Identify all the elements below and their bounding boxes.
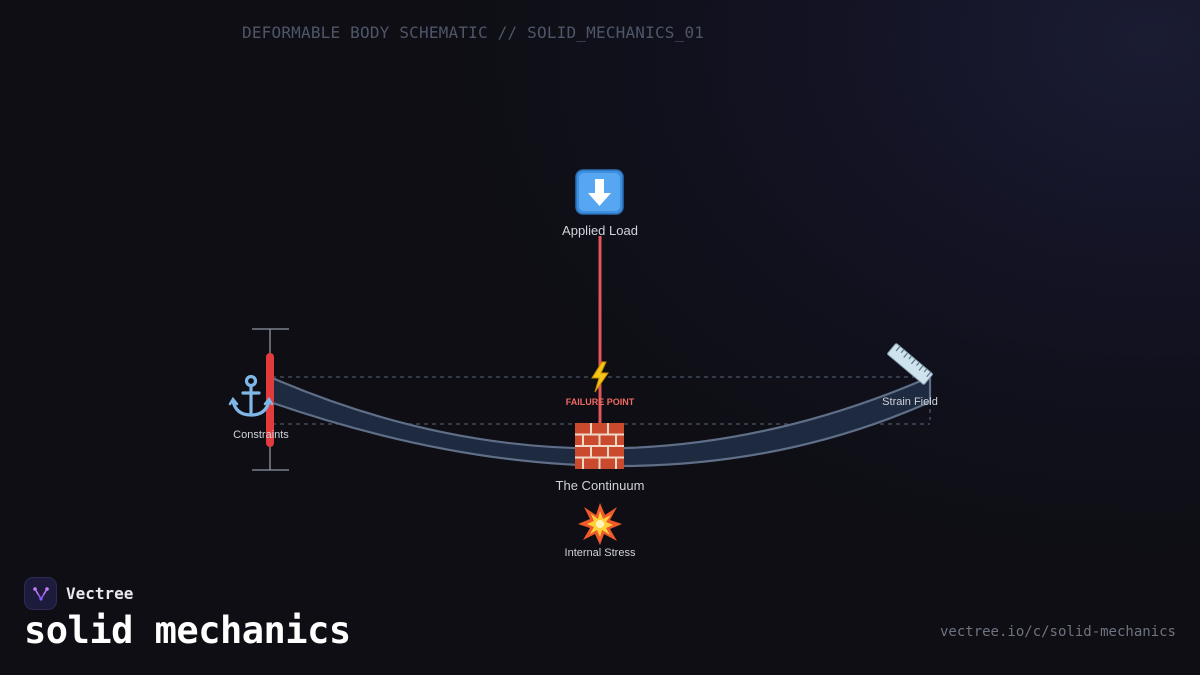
brick-icon [575, 423, 624, 469]
constraints-label: Constraints [233, 429, 289, 441]
brand: Vectree [24, 577, 133, 610]
source-url-link[interactable]: vectree.io/c/solid-mechanics [939, 624, 1176, 640]
vectree-logo-icon [24, 577, 57, 610]
strain-field-label: Strain Field [882, 396, 938, 408]
schematic-header: DEFORMABLE BODY SCHEMATIC // SOLID_MECHA… [242, 23, 705, 42]
page-title: solid mechanics [24, 609, 351, 652]
support-marker [252, 328, 289, 471]
failure-point-label: FAILURE POINT [566, 397, 635, 407]
internal-stress-label: Internal Stress [565, 547, 636, 559]
deformed-beam [268, 375, 932, 468]
applied-load-label: Applied Load [562, 223, 638, 238]
brand-name: Vectree [66, 584, 134, 603]
continuum-label: The Continuum [556, 478, 645, 493]
collision-icon [578, 503, 622, 545]
arrow-down-icon [575, 169, 624, 215]
ruler-icon [887, 343, 933, 385]
anchor-icon [228, 374, 274, 417]
lightning-icon [591, 361, 609, 393]
